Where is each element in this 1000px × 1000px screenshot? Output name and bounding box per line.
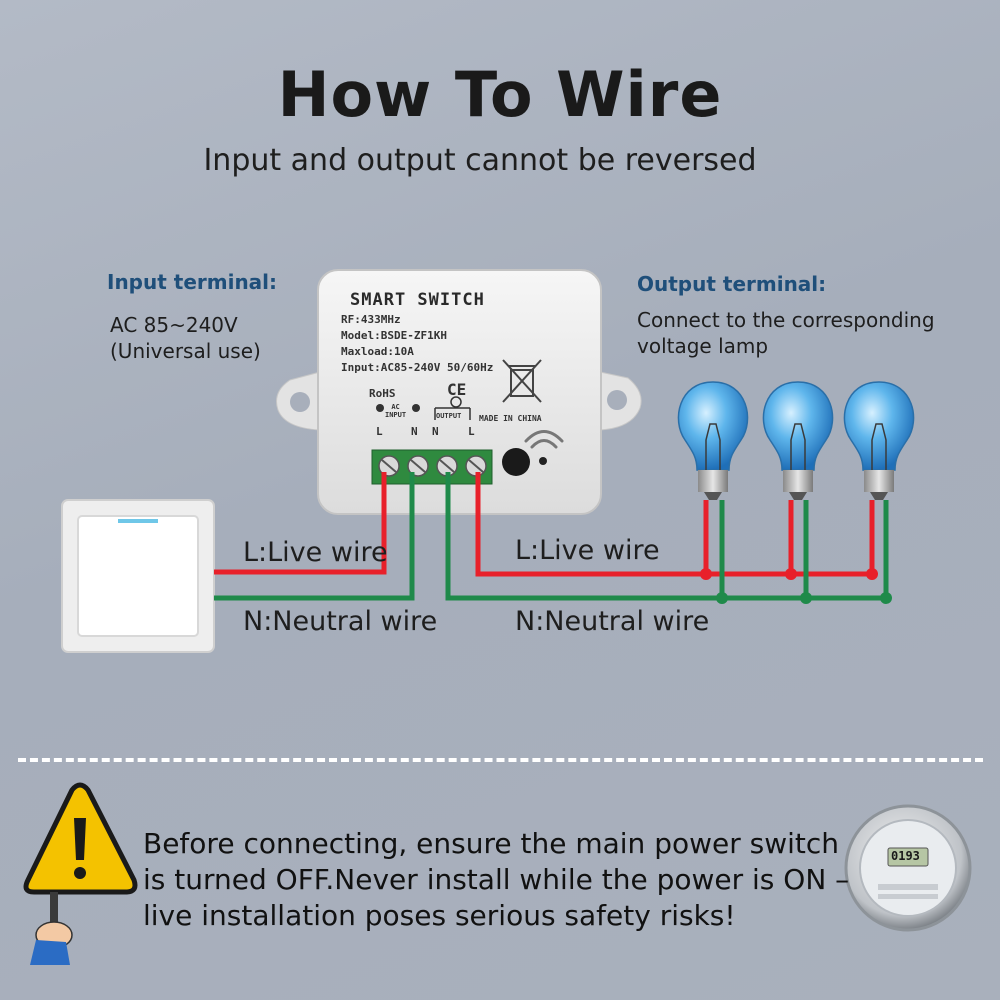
device-model: Model:BSDE-ZF1KH <box>341 329 447 342</box>
device-input-rating: Input:AC85-240V 50/60Hz <box>341 361 494 374</box>
neutral-junctions <box>716 592 892 604</box>
terminal-letter: L <box>376 425 383 438</box>
made-in-label: MADE IN CHINA <box>479 414 542 423</box>
input-terminal-voltage: AC 85~240V <box>110 313 238 337</box>
smart-switch-device <box>276 269 642 515</box>
wheelie-bin-icon <box>502 359 542 403</box>
neutral-wire <box>214 472 889 601</box>
device-led <box>539 457 547 465</box>
live-wire <box>214 472 875 577</box>
left-neutral-label: N:Neutral wire <box>243 606 438 637</box>
light-bulb-icon <box>762 381 834 500</box>
wall-switch <box>61 499 215 653</box>
meter-display: 0193 <box>891 849 920 863</box>
input-terminal-heading: Input terminal: <box>107 270 278 294</box>
live-junctions <box>700 568 878 580</box>
right-neutral-label: N:Neutral wire <box>515 606 710 637</box>
warning-text: Before connecting, ensure the main power… <box>143 827 850 932</box>
device-maxload: Maxload:10A <box>341 345 414 358</box>
wireless-signal-icon <box>524 430 564 449</box>
output-terminal-line2: voltage lamp <box>637 334 769 358</box>
section-divider <box>18 758 983 762</box>
switch-indicator <box>118 519 158 523</box>
electric-meter-icon <box>844 804 972 932</box>
rohs-mark: RoHS <box>369 387 396 400</box>
light-bulb-icon <box>677 381 749 500</box>
warning-sign-icon <box>23 782 138 965</box>
output-label: OUTPUT <box>436 412 462 420</box>
device-rf: RF:433MHz <box>341 313 401 326</box>
page-title: How To Wire <box>277 58 723 131</box>
output-terminal-heading: Output terminal: <box>637 272 827 296</box>
output-terminal-text: Connect to the corresponding voltage lam… <box>637 307 935 359</box>
ce-mark: CE <box>447 380 467 399</box>
device-button <box>502 448 530 476</box>
input-terminal-note: (Universal use) <box>110 339 261 363</box>
device-name: SMART SWITCH <box>350 290 485 310</box>
terminal-letter: L <box>468 425 475 438</box>
light-bulb-icon <box>843 381 915 500</box>
page-subtitle: Input and output cannot be reversed <box>203 143 757 178</box>
output-terminal-line1: Connect to the corresponding <box>637 308 935 332</box>
terminal-letter: N <box>432 425 439 438</box>
terminal-letter: N <box>411 425 418 438</box>
input-terminal-text: AC 85~240V (Universal use) <box>110 312 261 364</box>
right-live-label: L:Live wire <box>515 535 660 566</box>
left-live-label: L:Live wire <box>243 537 388 568</box>
ac-input-label: AC INPUT <box>385 403 407 419</box>
